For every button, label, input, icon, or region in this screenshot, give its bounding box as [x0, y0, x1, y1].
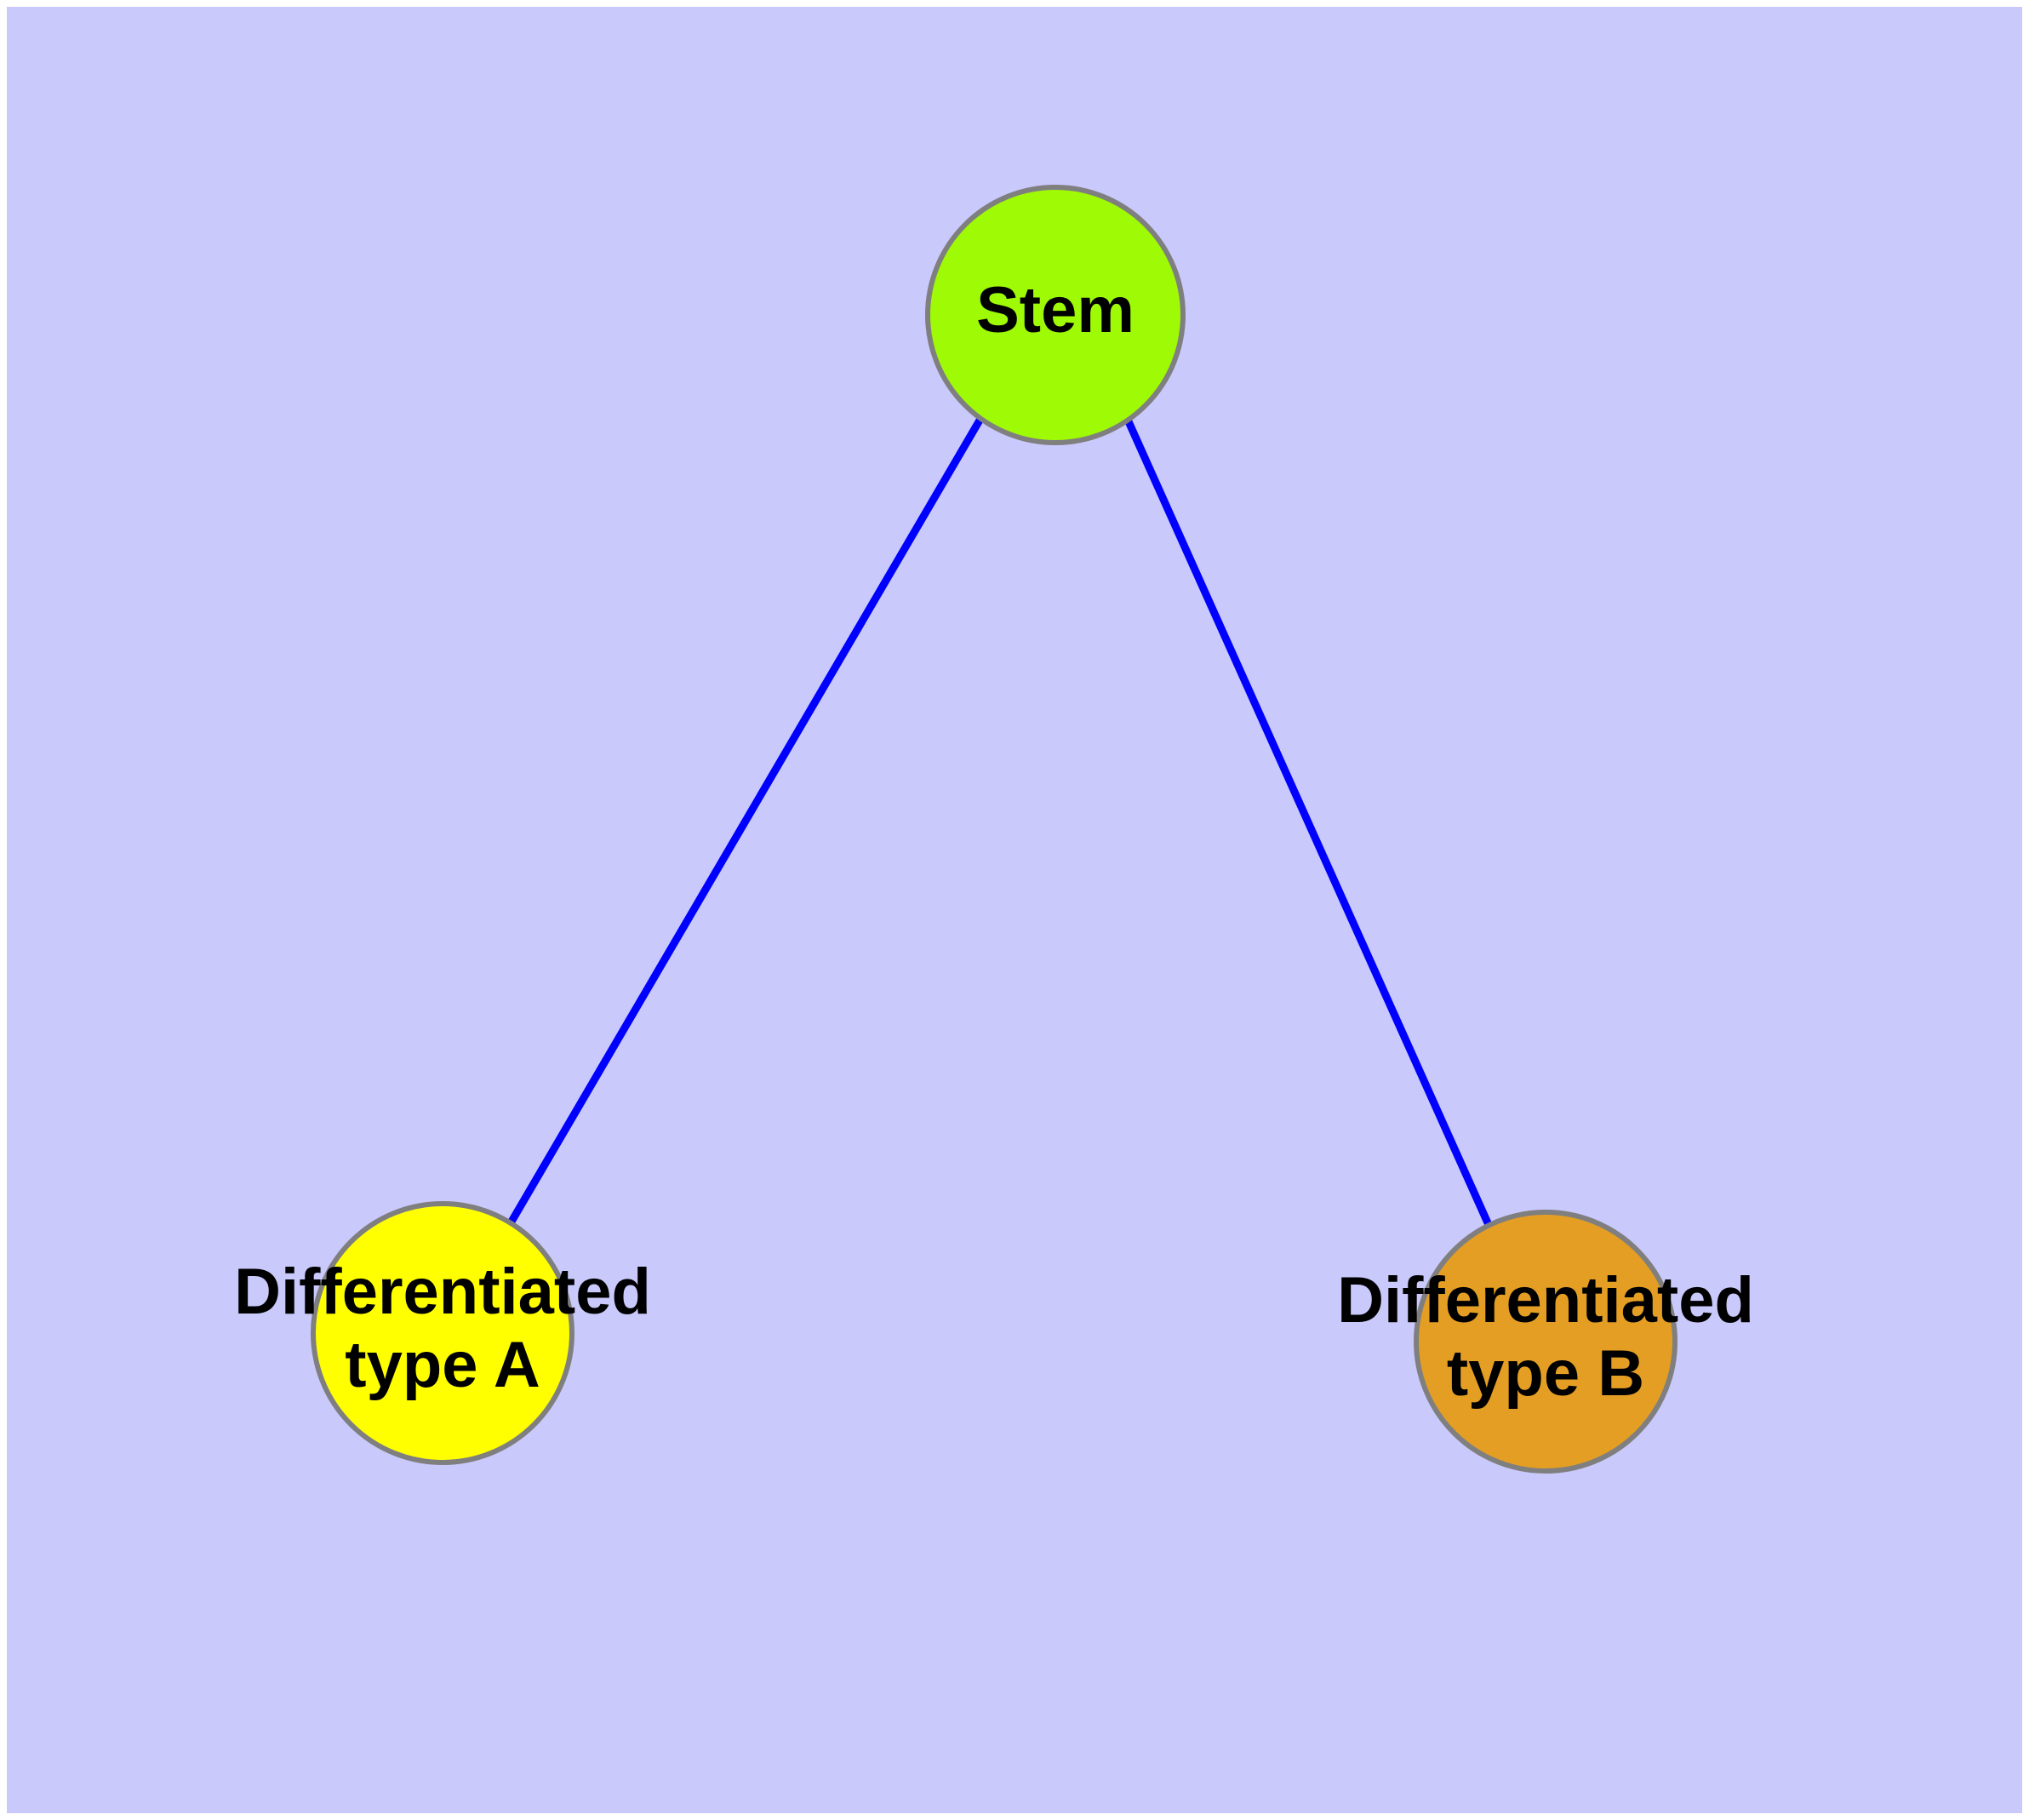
node-label-line: Differentiated	[234, 1256, 651, 1328]
graph-edge-stem-to-a[interactable]	[508, 416, 984, 1224]
graph-node-stem[interactable]	[925, 185, 1186, 445]
graph-edge-stem-to-b[interactable]	[1123, 418, 1494, 1228]
nodes-layer	[311, 185, 1677, 1474]
graph-node-diff_a[interactable]	[311, 1201, 574, 1465]
node-label-line: type B	[1447, 1337, 1644, 1410]
node-label-stem: Stem	[976, 274, 1135, 346]
node-label-line: Differentiated	[1337, 1264, 1754, 1336]
graph-node-diff_b[interactable]	[1414, 1210, 1677, 1474]
node-label-line: type A	[345, 1329, 540, 1401]
node-label-line: Stem	[976, 274, 1135, 346]
edges-layer	[508, 416, 1494, 1228]
